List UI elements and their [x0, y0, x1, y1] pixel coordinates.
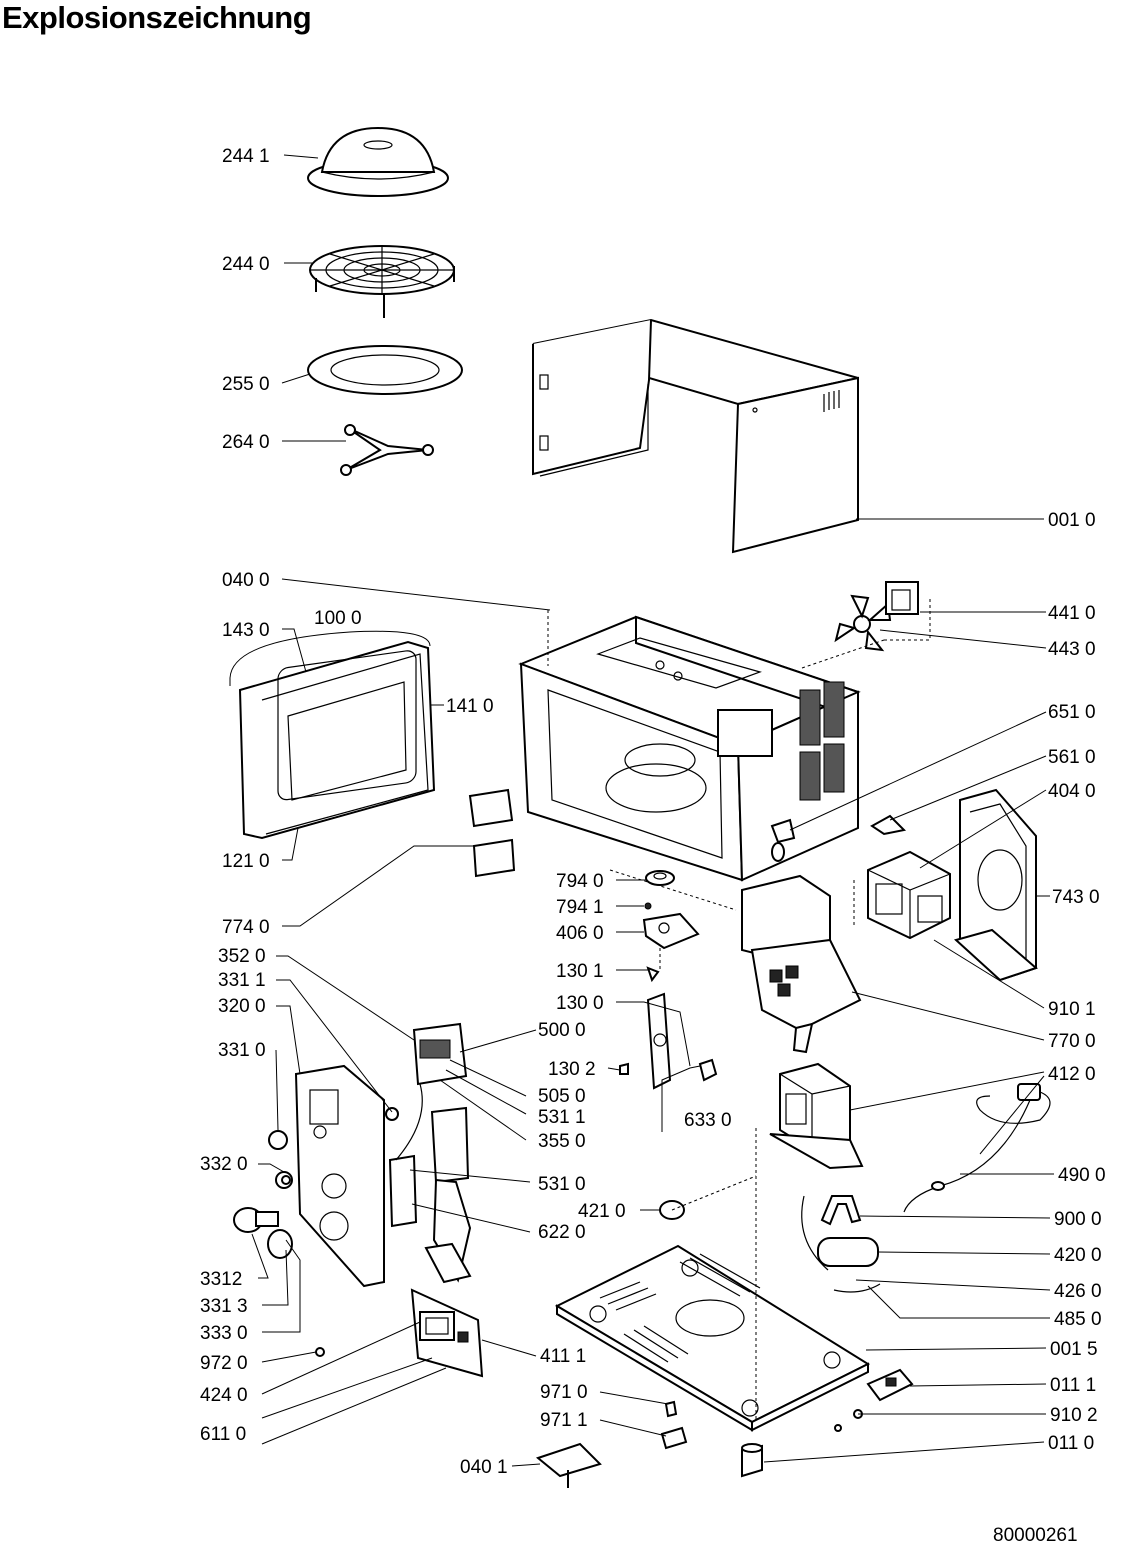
grill-rack-drawing [309, 245, 455, 318]
door-drawing [229, 630, 436, 840]
label-141-0: 141 0 [446, 696, 494, 717]
wave-guide-bracket-drawing [741, 874, 862, 1054]
label-794-0: 794 0 [556, 871, 604, 892]
feet-and-screws-drawing [535, 1368, 914, 1488]
control-panel-drawing [268, 1064, 399, 1288]
magnetron-drawing [867, 850, 951, 940]
oven-cavity-drawing [518, 615, 861, 882]
label-424-0: 424 0 [200, 1385, 248, 1406]
part-labels: 244 1 244 0 255 0 264 0 001 0 040 0 143 … [200, 146, 1106, 1478]
label-531-0: 531 0 [538, 1174, 586, 1195]
label-331-3: 331 3 [200, 1296, 248, 1317]
label-622-0: 622 0 [538, 1222, 586, 1243]
label-910-2: 910 2 [1050, 1405, 1098, 1426]
label-3312: 3312 [200, 1269, 242, 1290]
leader-lines [251, 154, 1054, 1467]
label-411-1: 411 1 [540, 1346, 586, 1367]
label-040-0: 040 0 [222, 570, 270, 591]
label-505-0: 505 0 [538, 1086, 586, 1107]
label-332-0: 332 0 [200, 1154, 248, 1175]
fan-drawing [834, 581, 919, 652]
label-972-0: 972 0 [200, 1353, 248, 1374]
label-794-1: 794 1 [556, 897, 604, 918]
label-100-0: 100 0 [314, 608, 362, 629]
label-143-0: 143 0 [222, 620, 270, 641]
assembly-guide-lines [547, 596, 931, 1420]
label-331-0: 331 0 [218, 1040, 266, 1061]
label-971-1: 971 1 [540, 1410, 588, 1431]
label-900-0: 900 0 [1054, 1209, 1102, 1230]
transformer-drawing [769, 1062, 864, 1170]
air-duct-drawing [953, 788, 1038, 982]
label-130-1: 130 1 [556, 961, 604, 982]
label-500-0: 500 0 [538, 1020, 586, 1041]
power-pcb-drawing [315, 1288, 484, 1378]
knob-set-drawing [233, 1171, 293, 1259]
label-633-0: 633 0 [684, 1110, 732, 1131]
base-plate-drawing [554, 1244, 871, 1432]
label-651-0: 651 0 [1048, 702, 1096, 723]
label-333-0: 333 0 [200, 1323, 248, 1344]
roller-ring-drawing [340, 424, 434, 476]
label-420-0: 420 0 [1054, 1245, 1102, 1266]
label-443-0: 443 0 [1048, 639, 1096, 660]
label-244-0: 244 0 [222, 254, 270, 275]
document-number: 80000261 [993, 1525, 1078, 1546]
label-404-0: 404 0 [1048, 781, 1096, 802]
label-441-0: 441 0 [1048, 603, 1096, 624]
label-355-0: 355 0 [538, 1131, 586, 1152]
label-770-0: 770 0 [1048, 1031, 1096, 1052]
label-130-0: 130 0 [556, 993, 604, 1014]
label-485-0: 485 0 [1054, 1309, 1102, 1330]
glass-plate-drawing [307, 345, 463, 395]
label-561-0: 561 0 [1048, 747, 1096, 768]
label-331-1: 331 1 [218, 970, 266, 991]
label-743-0: 743 0 [1052, 887, 1100, 908]
label-244-1: 244 1 [222, 146, 270, 167]
label-531-1: 531 1 [538, 1107, 586, 1128]
power-cord-drawing [903, 1083, 1051, 1213]
turntable-cover-drawing [307, 126, 449, 197]
label-001-0: 001 0 [1048, 510, 1096, 531]
mica-plates-drawing [468, 788, 516, 878]
label-421-0: 421 0 [578, 1201, 626, 1222]
motor-assembly-drawing [619, 870, 718, 1090]
page-title: Explosionszeichnung [2, 0, 312, 35]
label-971-0: 971 0 [540, 1382, 588, 1403]
label-011-1: 011 1 [1050, 1375, 1096, 1396]
label-264-0: 264 0 [222, 432, 270, 453]
label-040-1: 040 1 [460, 1457, 508, 1478]
clip-drawing [870, 814, 907, 836]
label-426-0: 426 0 [1054, 1281, 1102, 1302]
label-774-0: 774 0 [222, 917, 270, 938]
label-611-0: 611 0 [200, 1424, 246, 1445]
lamp-drawing [770, 818, 796, 862]
label-490-0: 490 0 [1058, 1165, 1106, 1186]
label-121-0: 121 0 [222, 851, 270, 872]
control-pcb-drawing [388, 1022, 472, 1284]
capacitor-set-drawing [659, 1195, 881, 1293]
label-352-0: 352 0 [218, 946, 266, 967]
label-320-0: 320 0 [218, 996, 266, 1017]
label-011-0: 011 0 [1048, 1433, 1094, 1454]
label-255-0: 255 0 [222, 374, 270, 395]
label-001-5: 001 5 [1050, 1339, 1098, 1360]
label-406-0: 406 0 [556, 923, 604, 944]
outer-casing-drawing [532, 318, 859, 554]
label-412-0: 412 0 [1048, 1064, 1096, 1085]
label-910-1: 910 1 [1048, 999, 1096, 1020]
label-130-2: 130 2 [548, 1059, 596, 1080]
